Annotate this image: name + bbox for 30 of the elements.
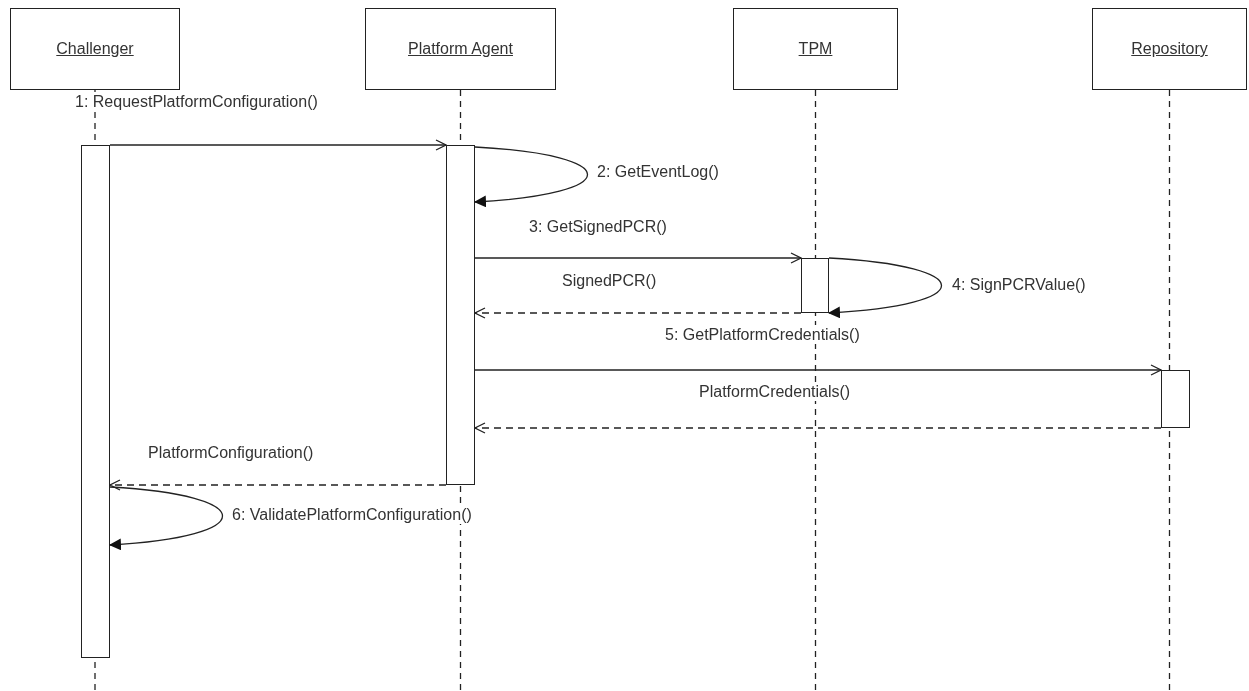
message-label: 5: GetPlatformCredentials() (663, 325, 862, 344)
participant-name: Platform Agent (408, 40, 513, 58)
self-call-arrow (474, 146, 589, 208)
message-label: 4: SignPCRValue() (950, 275, 1088, 294)
self-call-arrow (828, 257, 943, 319)
message-arrow (474, 252, 802, 264)
message-label: PlatformCredentials() (697, 382, 853, 401)
message-label: 1: RequestPlatformConfiguration() (73, 92, 320, 111)
return-arrow (474, 422, 1162, 434)
activation-bar (1161, 370, 1190, 428)
message-label: SignedPCR() (560, 271, 659, 290)
message-arrow (474, 364, 1162, 376)
participant-name: TPM (798, 40, 833, 58)
message-label: 2: GetEventLog() (595, 162, 721, 181)
message-arrow (109, 139, 447, 151)
participant-box (365, 8, 556, 90)
message-label: 6: ValidatePlatformConfiguration() (230, 505, 474, 524)
participant-box (733, 8, 898, 90)
return-arrow (109, 479, 447, 491)
message-label: PlatformConfiguration() (146, 443, 316, 462)
return-arrow (474, 307, 802, 319)
message-label: 3: GetSignedPCR() (527, 217, 669, 236)
participant-name: Challenger (56, 40, 134, 58)
activation-bar (81, 145, 110, 658)
participant-box (10, 8, 180, 90)
self-call-arrow (109, 486, 224, 551)
activation-bar (801, 258, 829, 313)
activation-bar (446, 145, 475, 485)
participant-box (1092, 8, 1247, 90)
participant-name: Repository (1131, 40, 1208, 58)
